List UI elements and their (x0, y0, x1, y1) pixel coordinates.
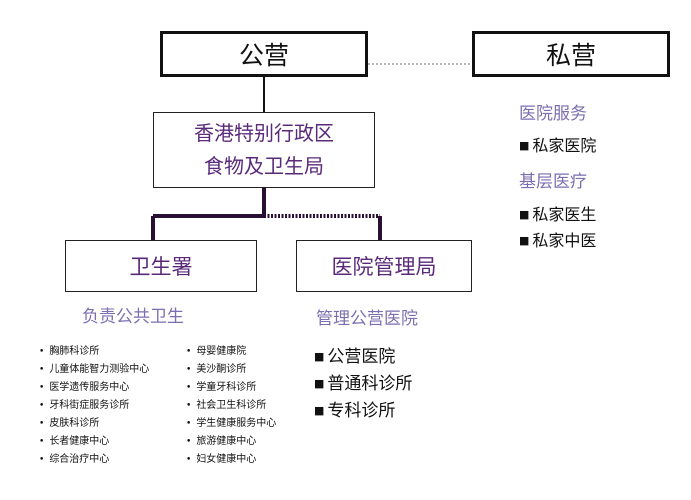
hospital-authority-box: 医院管理局 (296, 240, 472, 292)
private-hospital-heading: 医院服务 (519, 104, 587, 124)
list-item: •皮肤科诊所 (39, 418, 100, 429)
public-hospital-item: ■公营医院 (314, 347, 396, 367)
list-item: •学生健康服务中心 (186, 418, 277, 429)
list-item: •社会卫生科诊所 (186, 400, 267, 411)
list-item: •旅游健康中心 (186, 436, 257, 447)
list-item: •母婴健康院 (186, 346, 247, 357)
list-item: •妇女健康中心 (186, 454, 257, 465)
list-item: •美沙酮诊所 (186, 364, 247, 375)
list-item: •医学遗传服务中心 (39, 382, 130, 393)
private-chinese-medicine-item: ■私家中医 (519, 231, 597, 250)
primary-care-heading: 基层医疗 (519, 172, 587, 192)
dh-label: 卫生署 (129, 255, 193, 279)
list-item: •胸肺科诊所 (39, 346, 100, 357)
ha-responsibility-heading: 管理公营医院 (316, 309, 418, 329)
dh-responsibility-heading: 负责公共卫生 (82, 307, 184, 327)
private-sector-box: 私营 (472, 31, 670, 77)
general-clinic-item: ■普通科诊所 (314, 374, 413, 394)
public-sector-box: 公营 (160, 31, 368, 77)
ha-label: 医院管理局 (331, 255, 437, 279)
list-item: •牙科街症服务诊所 (39, 400, 130, 411)
private-doctor-item: ■私家医生 (519, 205, 597, 224)
fhb-label-line1: 香港特别行政区 (194, 121, 334, 145)
dh-clinic-list-col1: •胸肺科诊所 •儿童体能智力测验中心 •医学遗传服务中心 •牙科街症服务诊所 •… (39, 343, 149, 469)
dh-clinic-list-col2: •母婴健康院 •美沙酮诊所 •学童牙科诊所 •社会卫生科诊所 •学生健康服务中心… (186, 343, 276, 469)
list-item: •学童牙科诊所 (186, 382, 257, 393)
specialist-clinic-item: ■专科诊所 (314, 401, 396, 421)
list-item: •长者健康中心 (39, 436, 110, 447)
fhb-label-line2: 食物及卫生局 (204, 154, 324, 178)
list-item: •综合治疗中心 (39, 454, 110, 465)
private-sector-label: 私营 (545, 41, 596, 70)
department-of-health-box: 卫生署 (65, 240, 257, 292)
public-sector-label: 公营 (238, 41, 289, 70)
food-health-bureau-box: 香港特别行政区 食物及卫生局 (153, 112, 375, 188)
private-hospital-item: ■私家医院 (519, 136, 597, 155)
list-item: •儿童体能智力测验中心 (39, 364, 150, 375)
